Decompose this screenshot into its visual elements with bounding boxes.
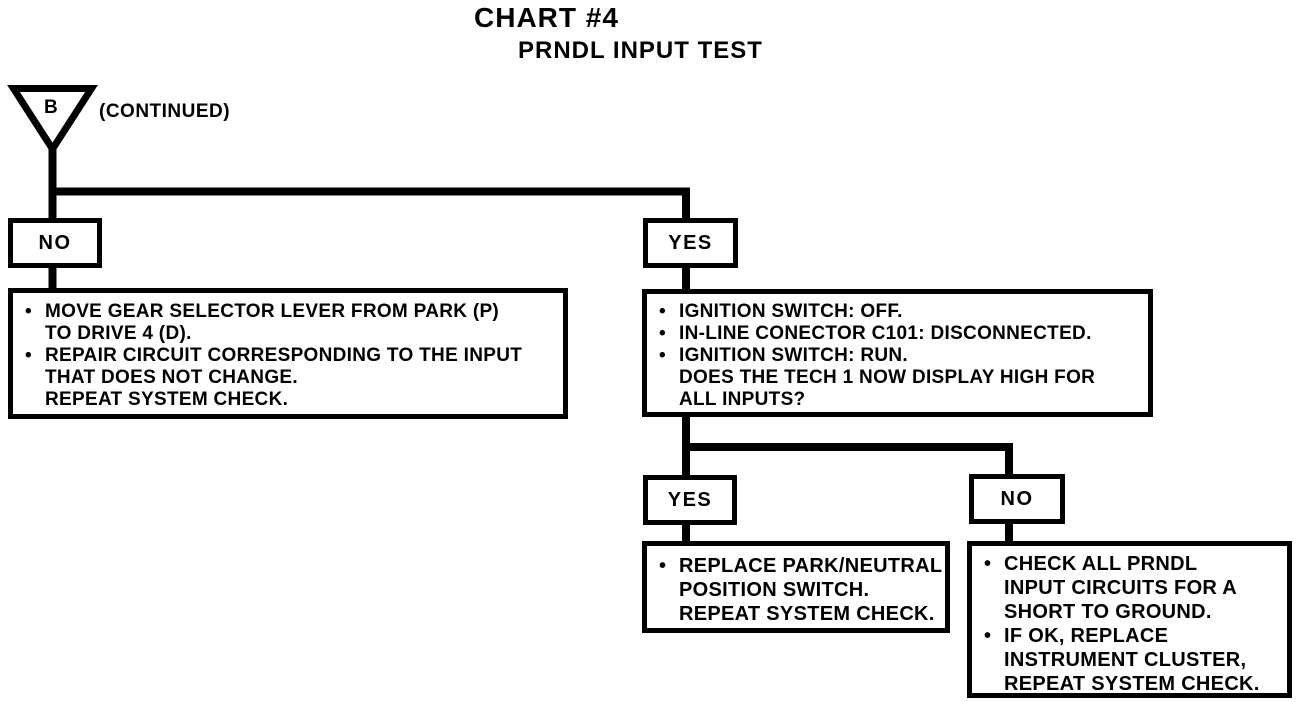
no-branch-label-2: NO: [1000, 487, 1034, 510]
text-line-content: REPLACE PARK/NEUTRAL: [679, 555, 943, 577]
bullet-icon: •: [659, 301, 666, 322]
text-line: SHORT TO GROUND.: [972, 600, 1287, 624]
yes-branch-box-1: YES: [643, 218, 738, 268]
bullet-icon: •: [984, 625, 992, 647]
no-branch-label-1: NO: [38, 231, 72, 254]
text-line: • IF OK, REPLACE: [972, 624, 1287, 648]
text-line: INPUT CIRCUITS FOR A: [972, 576, 1287, 600]
text-line: ALL INPUTS?: [647, 389, 1148, 411]
text-line: • REPLACE PARK/NEUTRAL: [647, 554, 945, 578]
text-line-content: ALL INPUTS?: [679, 389, 806, 410]
check-circuits-box: • CHECK ALL PRNDL INPUT CIRCUITS FOR A S…: [967, 541, 1292, 698]
text-line: • IGNITION SWITCH: RUN.: [647, 345, 1148, 367]
text-line: DOES THE TECH 1 NOW DISPLAY HIGH FOR: [647, 367, 1148, 389]
text-line: REPEAT SYSTEM CHECK.: [972, 672, 1287, 696]
left-action-box: • MOVE GEAR SELECTOR LEVER FROM PARK (P)…: [8, 288, 568, 419]
text-line: REPEAT SYSTEM CHECK.: [13, 389, 563, 411]
text-line: • IN-LINE CONECTOR C101: DISCONNECTED.: [647, 323, 1148, 345]
text-line-content: THAT DOES NOT CHANGE.: [45, 367, 298, 388]
text-line: • CHECK ALL PRNDL: [972, 552, 1287, 576]
text-line: • REPAIR CIRCUIT CORRESPONDING TO THE IN…: [13, 345, 563, 367]
page-title: CHART #4: [474, 2, 619, 33]
continuation-note: (CONTINUED): [99, 101, 231, 122]
question-box: • IGNITION SWITCH: OFF. • IN-LINE CONECT…: [642, 289, 1153, 417]
replace-switch-box: • REPLACE PARK/NEUTRAL POSITION SWITCH. …: [642, 541, 950, 633]
text-line-content: TO DRIVE 4 (D).: [45, 323, 192, 344]
text-line-content: MOVE GEAR SELECTOR LEVER FROM PARK (P): [45, 301, 500, 322]
page-subtitle: PRNDL INPUT TEST: [518, 37, 763, 64]
continuation-triangle-icon: [7, 85, 98, 156]
bullet-icon: •: [659, 323, 666, 344]
text-line-content: REPEAT SYSTEM CHECK.: [1004, 673, 1260, 695]
text-line-content: INPUT CIRCUITS FOR A: [1004, 577, 1238, 599]
bullet-icon: •: [984, 553, 992, 575]
text-line-content: REPAIR CIRCUIT CORRESPONDING TO THE INPU…: [45, 345, 523, 366]
yes-branch-box-2: YES: [643, 475, 737, 525]
text-line: INSTRUMENT CLUSTER,: [972, 648, 1287, 672]
text-line: • IGNITION SWITCH: OFF.: [647, 301, 1148, 323]
text-line-content: REPEAT SYSTEM CHECK.: [45, 389, 289, 410]
bullet-icon: •: [659, 345, 666, 366]
continuation-label: B: [44, 97, 59, 118]
bullet-icon: •: [25, 345, 32, 366]
bullet-icon: •: [659, 555, 667, 577]
yes-branch-label-1: YES: [668, 231, 713, 254]
text-line-content: IN-LINE CONECTOR C101: DISCONNECTED.: [679, 323, 1092, 344]
text-line: TO DRIVE 4 (D).: [13, 323, 563, 345]
text-line: POSITION SWITCH.: [647, 578, 945, 602]
text-line-content: DOES THE TECH 1 NOW DISPLAY HIGH FOR: [679, 367, 1096, 388]
no-branch-box-1: NO: [8, 218, 102, 268]
text-line-content: CHECK ALL PRNDL: [1004, 553, 1198, 575]
bullet-icon: •: [25, 301, 32, 322]
text-line-content: REPEAT SYSTEM CHECK.: [679, 603, 935, 625]
text-line-content: SHORT TO GROUND.: [1004, 601, 1212, 623]
no-branch-box-2: NO: [969, 474, 1065, 524]
yes-branch-label-2: YES: [667, 488, 713, 511]
text-line: REPEAT SYSTEM CHECK.: [647, 602, 945, 626]
text-line-content: POSITION SWITCH.: [679, 579, 870, 601]
text-line-content: INSTRUMENT CLUSTER,: [1004, 649, 1247, 671]
text-line: THAT DOES NOT CHANGE.: [13, 367, 563, 389]
text-line-content: IGNITION SWITCH: OFF.: [679, 301, 903, 322]
text-line-content: IGNITION SWITCH: RUN.: [679, 345, 909, 366]
text-line-content: IF OK, REPLACE: [1004, 625, 1169, 647]
text-line: • MOVE GEAR SELECTOR LEVER FROM PARK (P): [13, 301, 563, 323]
